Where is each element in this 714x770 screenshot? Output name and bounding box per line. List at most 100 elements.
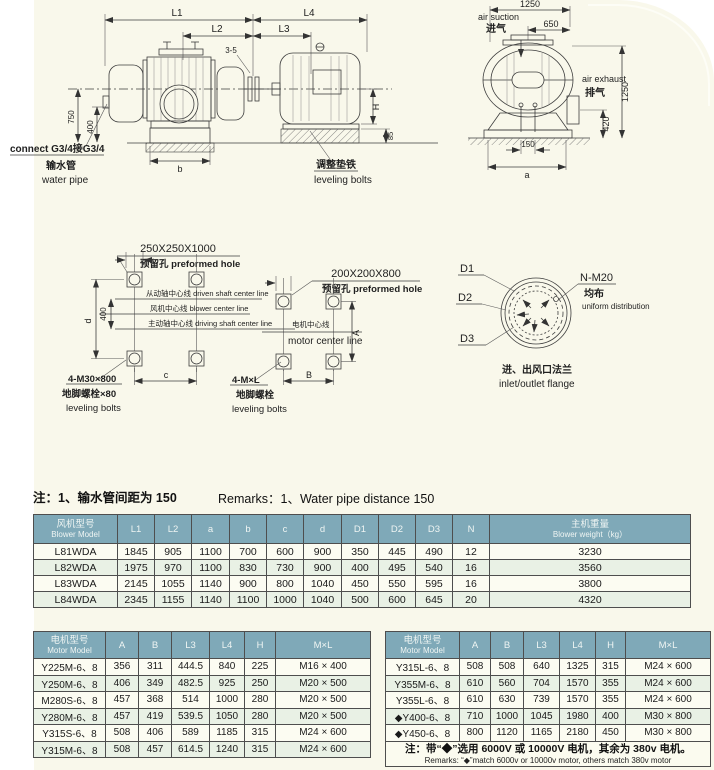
motor-right-header-row: 电机型号 Motor Model A B L3 L4 H M×L [385, 631, 711, 659]
dim-c: c [164, 370, 169, 380]
bolt-label-cn-right: 地脚螺栓 [236, 389, 275, 401]
table-cell: 1100 [229, 591, 267, 608]
footnote-cn: 注：带“◆”选用 6000V 或 10000V 电机，其余为 380v 电机。 [405, 742, 691, 755]
dim-b-right: B [306, 370, 312, 380]
motor-model-header-en: Motor Model [47, 646, 92, 655]
table-cell: 1570 [559, 674, 596, 692]
motor-model-header-left: 电机型号 Motor Model [33, 631, 106, 659]
bolt-label-cn-left: 地脚螺栓×80 [62, 388, 116, 400]
table-cell: M24 × 600 [625, 691, 711, 709]
blower-weight-header-cn: 主机重量 [570, 519, 609, 530]
flange-dim-d1: D1 [460, 263, 474, 275]
table-cell: 840 [209, 658, 245, 676]
motor-right-footnote-row: 注：带“◆”选用 6000V 或 10000V 电机，其余为 380v 电机。 … [385, 740, 711, 767]
table-cell: 710 [459, 707, 491, 725]
table-cell: 500 [341, 591, 379, 608]
table-cell: 800 [459, 724, 491, 742]
table-cell: 315 [244, 724, 276, 742]
table-cell: 1045 [523, 707, 560, 725]
table-cell: L81WDA [33, 543, 118, 560]
foundation-plan-blower: 250X250X1000 预留孔 preformed hole d 400 从动… [62, 243, 295, 414]
table-cell: M20 × 500 [275, 691, 371, 709]
table-cell: 970 [154, 559, 192, 576]
blower-model-header-cn: 风机型号 [56, 519, 95, 530]
foundation-plan-motor: 200X200X800 预留孔 preformed hole 电机中心线 mot… [230, 268, 422, 415]
table-cell: 514 [171, 691, 210, 709]
table-cell: 614.5 [171, 740, 210, 758]
dim-coupling-gap: 3-5 [225, 46, 237, 55]
table-cell: M280S-6、8 [33, 691, 106, 709]
dim-650: 650 [543, 19, 558, 29]
blower-model-header: 风机型号 Blower Model [33, 514, 118, 544]
table-cell: 4320 [489, 591, 691, 608]
dim-l2: L2 [211, 24, 223, 35]
dim-l4: L4 [303, 8, 315, 19]
footnote-en: Remarks: “◆”match 6000v or 10000v motor,… [424, 755, 672, 765]
table-cell: Y315L-6、8 [385, 658, 460, 676]
remarks-cn: 注：1、输水管间距为 150 [33, 491, 177, 505]
table-cell: 350 [341, 543, 379, 560]
table-cell: M24 × 600 [625, 658, 711, 676]
table-cell: L82WDA [33, 559, 118, 576]
table-cell: M24 × 600 [275, 740, 371, 758]
preformed-hole-label-left: 预留孔 preformed hole [140, 258, 240, 270]
connect-label: connect G3/4接G3/4 [10, 142, 105, 155]
table-cell: 1000 [266, 591, 304, 608]
table-cell: M20 × 500 [275, 707, 371, 725]
dim-150: 150 [521, 140, 535, 149]
table-cell: Y355M-6、8 [385, 674, 460, 692]
table-cell: 280 [244, 707, 276, 725]
table-cell: 250 [244, 674, 276, 692]
motor-model-header-cn: 电机型号 [403, 635, 442, 646]
table-cell: 1570 [559, 691, 596, 709]
table-cell: M30 × 800 [625, 707, 711, 725]
dim-a-right: A [351, 330, 361, 336]
col-header-H: H [244, 631, 276, 659]
table-cell: 400 [341, 559, 379, 576]
table-cell: 600 [266, 543, 304, 560]
table-cell: 508 [490, 658, 524, 676]
table-cell: 349 [138, 674, 172, 692]
preformed-hole-size-left: 250X250X1000 [140, 243, 216, 255]
dim-l3: L3 [278, 24, 290, 35]
flange-detail: D1 D2 D3 N-M20 均布 uniform distribution 进… [456, 263, 650, 390]
table-cell: ◆Y450-6、8 [385, 724, 460, 742]
table-cell: 315 [244, 740, 276, 758]
remarks-en: Remarks：1、Water pipe distance 150 [218, 492, 435, 506]
motor-model-header-cn: 电机型号 [50, 635, 89, 646]
table-cell: 20 [452, 591, 490, 608]
table-cell: 355 [595, 691, 626, 709]
table-cell: M16 × 400 [275, 658, 371, 676]
table-cell: 1000 [209, 691, 245, 709]
table-cell: 630 [490, 691, 524, 709]
flange-bolt-label-cn: 均布 [584, 287, 604, 300]
table-cell: 490 [415, 543, 453, 560]
col-header-a: a [191, 514, 230, 544]
col-header-L2: L2 [154, 514, 192, 544]
col-header-D1: D1 [341, 514, 379, 544]
table-cell: 1100 [191, 559, 230, 576]
table-cell: 3800 [489, 575, 691, 592]
table-cell: 508 [459, 658, 491, 676]
col-header-L3: L3 [523, 631, 560, 659]
table-cell: 550 [378, 575, 416, 592]
table-cell: 315 [595, 658, 626, 676]
table-cell: Y250M-6、8 [33, 674, 106, 692]
col-header-d: d [303, 514, 342, 544]
flange-caption-cn: 进、出风口法兰 [502, 363, 572, 376]
table-cell: Y280M-6、8 [33, 707, 106, 725]
table-cell: 589 [171, 724, 210, 742]
water-pipe-label-en: water pipe [41, 175, 89, 186]
table-cell: Y225M-6、8 [33, 658, 106, 676]
table-cell: 905 [154, 543, 192, 560]
table-cell: 457 [105, 691, 139, 709]
table-cell: 1325 [559, 658, 596, 676]
table-cell: 645 [415, 591, 453, 608]
table-cell: 508 [105, 740, 139, 758]
bolt-size-right: 4-M×L [232, 375, 260, 386]
